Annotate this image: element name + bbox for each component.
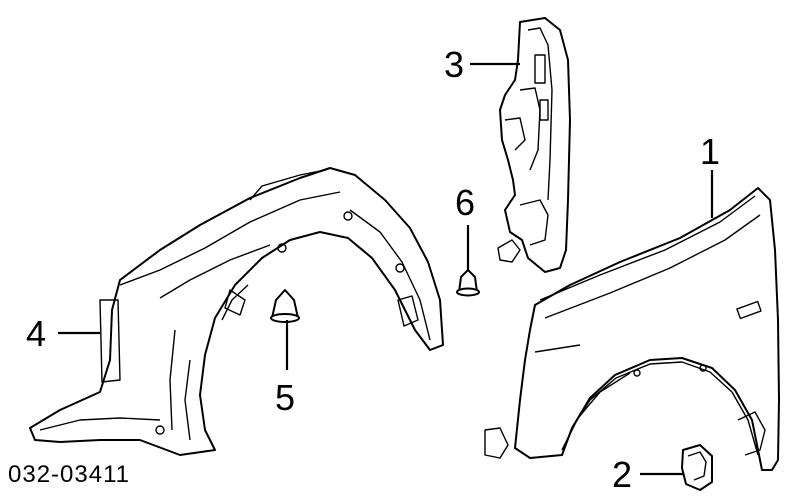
callout-2: 2 <box>612 454 632 495</box>
part-3-fender-bracket <box>497 17 571 273</box>
callout-5: 5 <box>275 377 295 418</box>
callout-3: 3 <box>444 44 464 85</box>
callout-1: 1 <box>700 131 720 172</box>
part-6-clip <box>456 269 480 297</box>
part-1-front-fender <box>484 187 780 471</box>
part-2-clip <box>681 444 713 491</box>
part-4-fender-liner <box>29 167 444 456</box>
part-5-push-clip <box>270 289 300 323</box>
callout-4: 4 <box>26 313 46 354</box>
callout-6: 6 <box>455 182 475 223</box>
diagram-code: 032-03411 <box>8 461 130 488</box>
